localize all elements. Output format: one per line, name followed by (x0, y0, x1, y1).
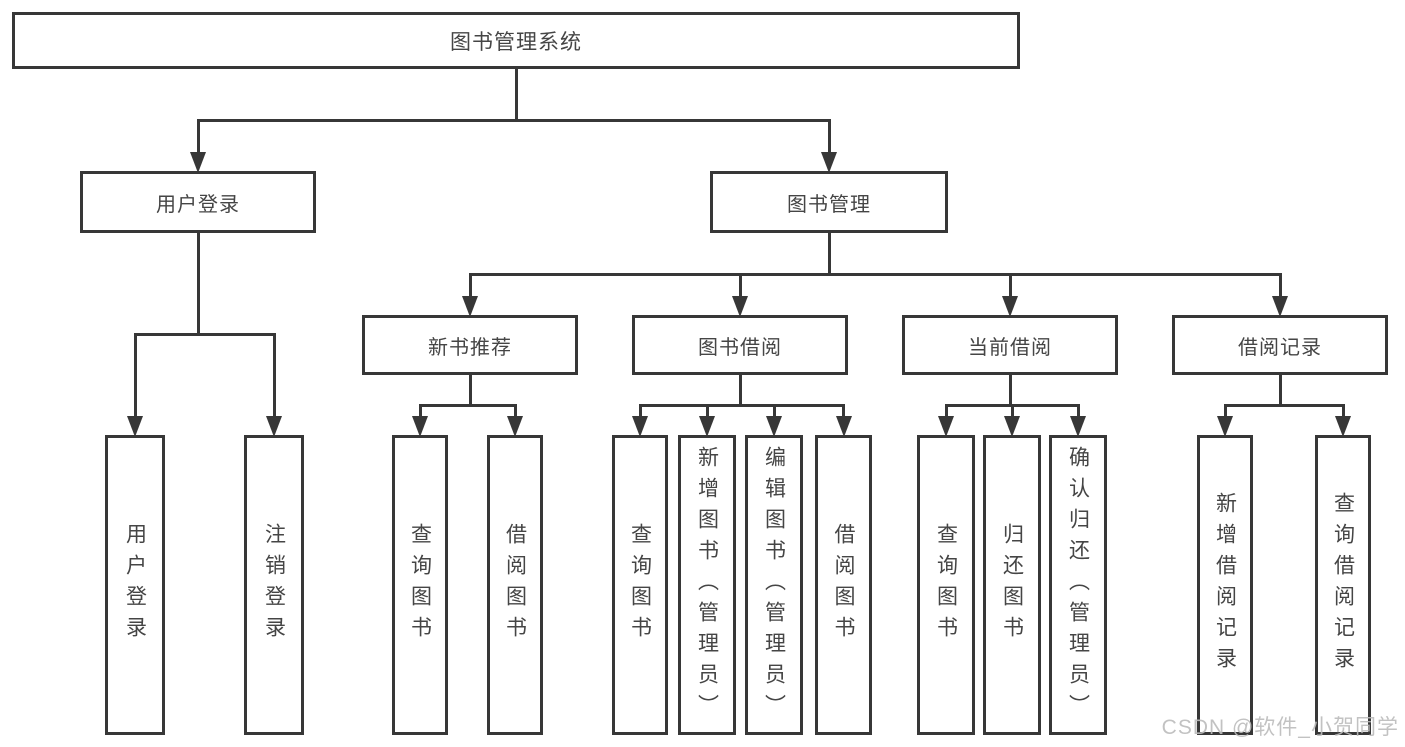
arrow-down-icon (507, 416, 523, 437)
connector-line (638, 403, 845, 407)
node-leaf-confirm-return: 确认归还（管理员） (1049, 435, 1107, 735)
connector-line (772, 405, 776, 420)
node-book-mgmt: 图书管理 (710, 171, 948, 233)
connector-line (133, 332, 276, 336)
connector-line (468, 274, 472, 300)
arrow-down-icon (1002, 296, 1018, 317)
connector-line (1278, 375, 1282, 407)
node-label: 用户登录 (123, 523, 147, 647)
node-label: 图书管理系统 (450, 30, 582, 54)
connector-line (1278, 274, 1282, 300)
connector-line (705, 405, 709, 420)
arrow-down-icon (1335, 416, 1351, 437)
node-leaf-add-record: 新增借阅记录 (1197, 435, 1253, 735)
node-label: 查询借阅记录 (1331, 492, 1355, 678)
node-book-borrow: 图书借阅 (632, 315, 848, 375)
arrow-down-icon (462, 296, 478, 317)
connector-line (468, 272, 1282, 276)
node-label: 新书推荐 (428, 336, 512, 359)
node-label: 用户登录 (156, 193, 240, 216)
arrow-down-icon (266, 416, 282, 437)
arrow-down-icon (1217, 416, 1233, 437)
node-leaf-borrow-book-2: 借阅图书 (815, 435, 872, 735)
arrow-down-icon (821, 152, 837, 173)
node-label: 新增图书（管理员） (695, 445, 719, 725)
node-user-login: 用户登录 (80, 171, 316, 233)
connector-line (738, 274, 742, 300)
arrow-down-icon (699, 416, 715, 437)
connector-line (133, 334, 137, 420)
arrow-down-icon (766, 416, 782, 437)
node-label: 查询图书 (934, 523, 958, 647)
node-leaf-query-record: 查询借阅记录 (1315, 435, 1371, 735)
node-leaf-query-book-1: 查询图书 (392, 435, 448, 735)
arrow-down-icon (1070, 416, 1086, 437)
node-label: 编辑图书（管理员） (762, 445, 786, 725)
csdn-watermark: CSDN @软件_小贺同学 (1161, 716, 1399, 739)
arrow-down-icon (1004, 416, 1020, 437)
connector-line (1341, 405, 1345, 420)
node-leaf-edit-book: 编辑图书（管理员） (745, 435, 803, 735)
node-label: 图书管理 (787, 193, 871, 216)
node-label: 借阅图书 (503, 523, 527, 647)
connector-line (468, 375, 472, 407)
connector-line (196, 118, 831, 122)
connector-line (827, 233, 831, 276)
connector-line (1008, 274, 1012, 300)
node-label: 图书借阅 (698, 336, 782, 359)
connector-line (1223, 403, 1345, 407)
node-leaf-add-book: 新增图书（管理员） (678, 435, 736, 735)
connector-line (827, 120, 831, 156)
connector-line (514, 69, 518, 122)
node-label: 查询图书 (408, 523, 432, 647)
node-label: 新增借阅记录 (1213, 492, 1237, 678)
node-leaf-borrow-book-1: 借阅图书 (487, 435, 543, 735)
connector-line (196, 233, 200, 336)
node-leaf-return-book: 归还图书 (983, 435, 1041, 735)
connector-line (638, 405, 642, 420)
connector-line (1223, 405, 1227, 420)
arrow-down-icon (1272, 296, 1288, 317)
connector-line (513, 405, 517, 420)
node-label: 确认归还（管理员） (1066, 445, 1090, 725)
node-current-borrow: 当前借阅 (902, 315, 1118, 375)
connector-line (418, 403, 517, 407)
node-new-book-rec: 新书推荐 (362, 315, 578, 375)
node-label: 注销登录 (262, 523, 286, 647)
connector-line (842, 405, 845, 420)
node-leaf-query-book-2: 查询图书 (612, 435, 668, 735)
connector-line (1008, 375, 1012, 407)
node-leaf-query-book-3: 查询图书 (917, 435, 975, 735)
arrow-down-icon (732, 296, 748, 317)
node-borrow-records: 借阅记录 (1172, 315, 1388, 375)
node-label: 归还图书 (1000, 523, 1024, 647)
connector-line (272, 334, 276, 420)
connector-line (1010, 405, 1014, 420)
arrow-down-icon (412, 416, 428, 437)
connector-line (738, 375, 742, 407)
node-root: 图书管理系统 (12, 12, 1020, 69)
node-label: 查询图书 (628, 523, 652, 647)
arrow-down-icon (835, 416, 852, 437)
connector-line (418, 405, 422, 420)
node-label: 借阅记录 (1238, 336, 1322, 359)
arrow-down-icon (632, 416, 648, 437)
node-label: 借阅图书 (832, 523, 855, 647)
connector-line (944, 405, 948, 420)
node-leaf-logout: 注销登录 (244, 435, 304, 735)
node-label: 当前借阅 (968, 336, 1052, 359)
node-leaf-user-login: 用户登录 (105, 435, 165, 735)
connector-line (1076, 405, 1080, 420)
arrow-down-icon (938, 416, 954, 437)
arrow-down-icon (127, 416, 143, 437)
arrow-down-icon (190, 152, 206, 173)
connector-line (196, 120, 200, 156)
